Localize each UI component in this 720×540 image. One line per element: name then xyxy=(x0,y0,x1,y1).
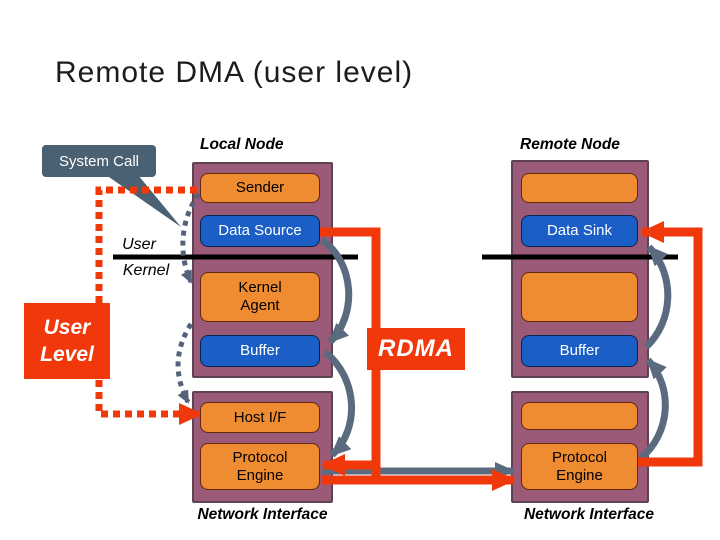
remote-buffer-label: Buffer xyxy=(559,342,600,359)
remote-protocol-engine-box: Protocol Engine xyxy=(521,443,638,490)
kernel-space-label: Kernel xyxy=(122,262,170,279)
remote-host-if-box xyxy=(521,402,638,430)
remote-receiver-box xyxy=(521,173,638,203)
local-buffer-box: Buffer xyxy=(200,335,320,367)
system-call-label: System Call xyxy=(58,152,140,170)
rdma-label: RDMA xyxy=(378,335,454,362)
remote-buffer-box: Buffer xyxy=(521,335,638,367)
system-call-callout: System Call xyxy=(42,145,156,177)
local-data-source-box: Data Source xyxy=(200,215,320,247)
remote-protocol-line1: Protocol xyxy=(551,448,608,466)
remote-node-header: Remote Node xyxy=(520,136,620,153)
local-data-source-label: Data Source xyxy=(218,222,302,239)
local-sender-label: Sender xyxy=(235,179,285,196)
local-host-if-box: Host I/F xyxy=(200,402,320,433)
user-level-line2: Level xyxy=(40,343,94,366)
slide-title: Remote DMA (user level) xyxy=(55,56,414,89)
local-network-interface-label: Network Interface xyxy=(197,506,328,523)
local-sender-box: Sender xyxy=(200,173,320,203)
remote-data-sink-box: Data Sink xyxy=(521,215,638,247)
remote-protocol-line2: Engine xyxy=(556,466,603,484)
user-level-badge: User Level xyxy=(24,303,110,379)
copy-arrow-buffer-to-datasink-remote xyxy=(643,244,672,350)
user-level-bypass-path xyxy=(95,186,203,425)
remote-network-interface-label: Network Interface xyxy=(523,506,655,523)
local-protocol-line2: Engine xyxy=(236,466,284,484)
local-kernel-agent-box: Kernel Agent xyxy=(200,272,320,322)
user-level-line1: User xyxy=(43,315,91,339)
local-protocol-engine-box: Protocol Engine xyxy=(200,443,320,490)
remote-data-sink-label: Data Sink xyxy=(546,222,613,239)
local-protocol-line1: Protocol xyxy=(232,448,288,466)
local-buffer-label: Buffer xyxy=(240,342,280,359)
user-space-label: User xyxy=(122,236,156,253)
syscall-arrow-kernelagent-to-hostif xyxy=(175,322,194,404)
remote-kernel-agent-box xyxy=(521,272,638,322)
kernel-agent-line2: Agent xyxy=(240,297,280,314)
local-host-if-label: Host I/F xyxy=(233,408,287,426)
local-node-header: Local Node xyxy=(200,136,284,153)
system-call-tail xyxy=(106,175,181,227)
rdma-badge: RDMA xyxy=(367,328,465,370)
kernel-agent-line1: Kernel xyxy=(238,279,282,296)
